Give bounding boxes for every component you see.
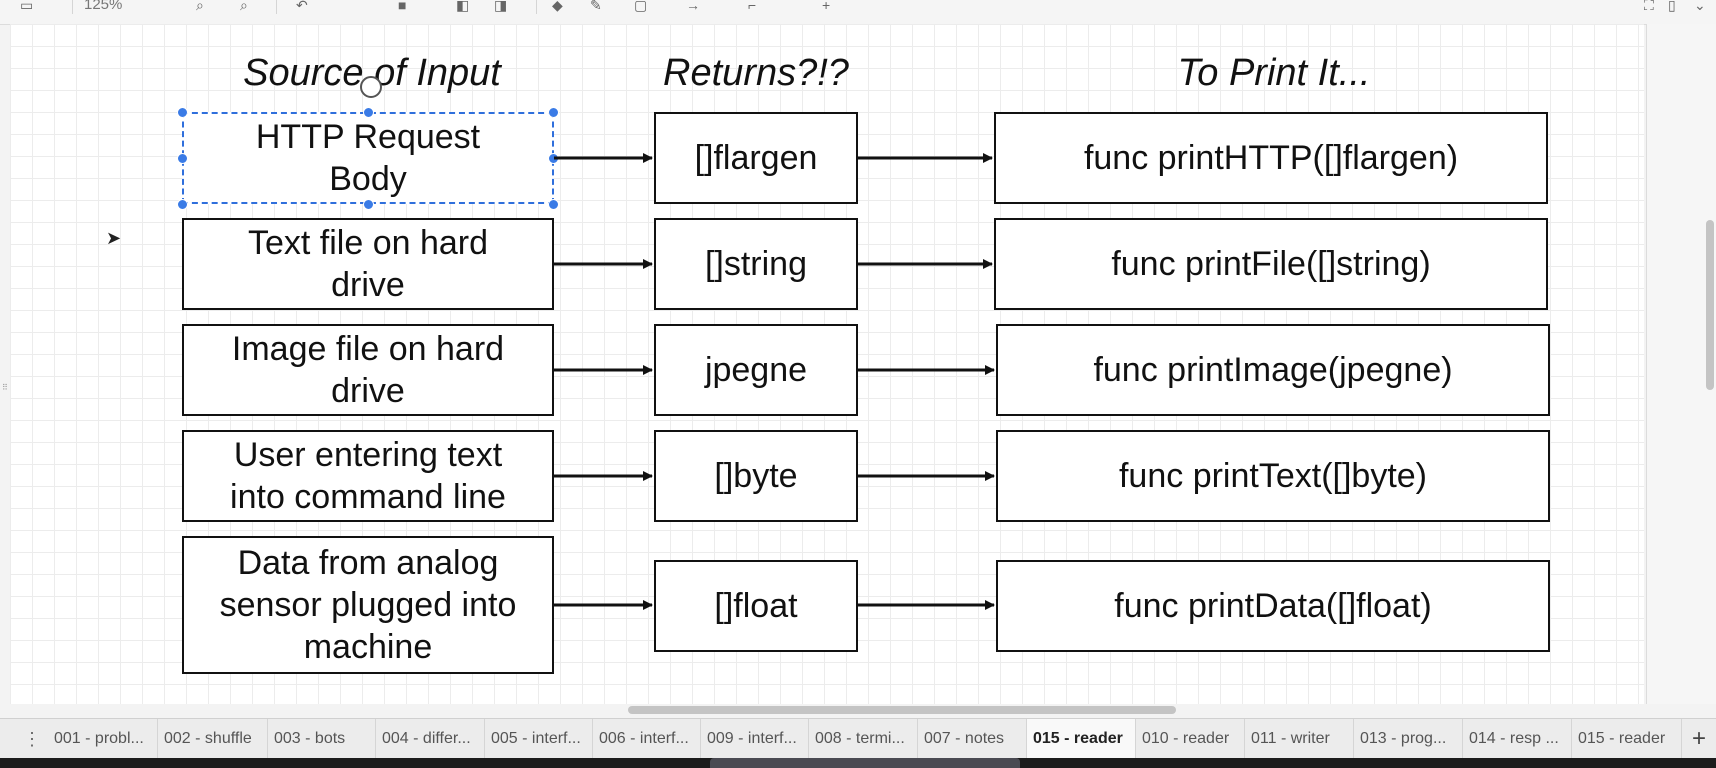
resize-handle[interactable] xyxy=(177,153,188,164)
zoom-dropdown[interactable]: 125% xyxy=(84,0,123,13)
line-color-icon[interactable]: ✎ xyxy=(590,0,602,13)
mouse-pointer-icon: ➤ xyxy=(106,228,122,248)
page-tab-bar: ⋮ 001 - probl... 002 - shuffle 003 - bot… xyxy=(0,718,1716,759)
resize-handle[interactable] xyxy=(548,153,559,164)
tab-page[interactable]: 008 - termi... xyxy=(809,719,918,759)
print-box-http[interactable]: func printHTTP([]flargen) xyxy=(994,112,1548,204)
tab-page[interactable]: 004 - differ... xyxy=(376,719,485,759)
resize-handle[interactable] xyxy=(177,107,188,118)
tab-page[interactable]: 007 - notes xyxy=(918,719,1027,759)
print-label: func printText([]byte) xyxy=(1118,457,1427,495)
source-line: sensor plugged into xyxy=(219,586,517,624)
zoom-out-icon[interactable]: ⌕ xyxy=(240,0,248,13)
vertical-scrollbar[interactable] xyxy=(1706,220,1714,390)
returns-box-float[interactable]: []float xyxy=(654,560,858,652)
waypoints-icon[interactable]: ⌐ xyxy=(748,0,757,13)
shadow-icon[interactable]: ▢ xyxy=(634,0,648,13)
toolbar: ▭ 125% ⌕ ⌕ ↶ ■ ◧ ◨ ◆ ✎ ▢ → ⌐ + ⛶ ▯ ⌄ xyxy=(0,0,1716,25)
source-box-text-file[interactable]: Text file on hard drive xyxy=(182,218,554,310)
print-box-image[interactable]: func printImage(jpegne) xyxy=(996,324,1550,416)
sidebar-resize-handle[interactable]: ⠿ xyxy=(2,383,8,392)
source-box-analog-sensor[interactable]: Data from analog sensor plugged into mac… xyxy=(182,536,554,674)
print-box-data[interactable]: func printData([]float) xyxy=(996,560,1550,652)
tab-page[interactable]: 001 - probl... xyxy=(48,719,158,759)
page-view-icon[interactable]: ▭ xyxy=(20,0,34,13)
source-line: into command line xyxy=(230,478,506,516)
tab-page[interactable]: 010 - reader xyxy=(1136,719,1245,759)
tab-page[interactable]: 014 - resp ... xyxy=(1463,719,1572,759)
horizontal-scrollbar[interactable] xyxy=(628,706,1176,714)
resize-handle[interactable] xyxy=(363,107,374,118)
fill-color-icon[interactable]: ◆ xyxy=(552,0,563,13)
print-box-file[interactable]: func printFile([]string) xyxy=(994,218,1548,310)
header-returns[interactable]: Returns?!? xyxy=(663,52,849,94)
tab-page[interactable]: 013 - prog... xyxy=(1354,719,1463,759)
tab-page[interactable]: 003 - bots xyxy=(268,719,376,759)
format-pane xyxy=(1646,24,1716,704)
returns-label: []byte xyxy=(714,457,798,495)
print-label: func printData([]float) xyxy=(1114,587,1432,625)
header-to-print-it[interactable]: To Print It... xyxy=(1177,52,1371,94)
tab-page[interactable]: 006 - interf... xyxy=(593,719,701,759)
delete-icon[interactable]: ■ xyxy=(398,0,407,13)
fullscreen-icon[interactable]: ⛶ xyxy=(1644,0,1654,13)
toolbar-divider xyxy=(276,0,277,14)
source-line: Image file on hard xyxy=(231,330,505,368)
to-front-icon[interactable]: ◧ xyxy=(456,0,470,13)
insert-icon[interactable]: + xyxy=(822,0,831,13)
tab-page[interactable]: 009 - interf... xyxy=(701,719,809,759)
undo-icon[interactable]: ↶ xyxy=(296,0,308,13)
returns-label: []flargen xyxy=(694,139,818,177)
print-box-text[interactable]: func printText([]byte) xyxy=(996,430,1550,522)
source-line: HTTP Request xyxy=(255,118,481,156)
returns-box-string[interactable]: []string xyxy=(654,218,858,310)
source-line: Data from analog xyxy=(237,544,499,582)
to-back-icon[interactable]: ◨ xyxy=(494,0,508,13)
toolbar-divider xyxy=(536,0,537,14)
source-line: drive xyxy=(331,372,405,410)
returns-box-byte[interactable]: []byte xyxy=(654,430,858,522)
connection-icon[interactable]: → xyxy=(686,0,700,13)
dock-apps[interactable] xyxy=(710,758,1020,768)
resize-handle[interactable] xyxy=(363,199,374,210)
tab-page[interactable]: 005 - interf... xyxy=(485,719,593,759)
source-box-image-file[interactable]: Image file on hard drive xyxy=(182,324,554,416)
zoom-in-icon[interactable]: ⌕ xyxy=(196,0,204,13)
tab-page[interactable]: 015 - reader xyxy=(1572,719,1682,759)
resize-handle[interactable] xyxy=(177,199,188,210)
tab-menu-icon[interactable]: ⋮ xyxy=(23,729,41,749)
add-page-icon[interactable]: + xyxy=(1691,725,1706,752)
source-line: drive xyxy=(331,266,405,304)
returns-label: []float xyxy=(714,587,798,625)
returns-box-flargen[interactable]: []flargen xyxy=(654,112,858,204)
rotate-handle-icon[interactable] xyxy=(360,76,382,98)
print-label: func printImage(jpegne) xyxy=(1093,351,1453,389)
toolbar-divider xyxy=(72,0,73,14)
format-panel-icon[interactable]: ▯ xyxy=(1668,0,1676,13)
source-box-http[interactable]: HTTP Request Body xyxy=(182,112,554,204)
collapse-icon[interactable]: ⌄ xyxy=(1694,0,1706,13)
print-label: func printHTTP([]flargen) xyxy=(1083,139,1459,177)
tab-page[interactable]: 011 - writer xyxy=(1245,719,1354,759)
resize-handle[interactable] xyxy=(548,107,559,118)
returns-label: jpegne xyxy=(704,351,808,389)
source-line: Body xyxy=(329,160,407,198)
returns-box-jpegne[interactable]: jpegne xyxy=(654,324,858,416)
tab-page[interactable]: 002 - shuffle xyxy=(158,719,268,759)
resize-handle[interactable] xyxy=(548,199,559,210)
source-line: machine xyxy=(303,628,433,666)
returns-label: []string xyxy=(704,245,808,283)
source-line: Text file on hard xyxy=(247,224,489,262)
tab-page-active[interactable]: 015 - reader xyxy=(1027,719,1136,759)
source-line: User entering text xyxy=(233,436,503,474)
source-box-user-text[interactable]: User entering text into command line xyxy=(182,430,554,522)
print-label: func printFile([]string) xyxy=(1111,245,1431,283)
